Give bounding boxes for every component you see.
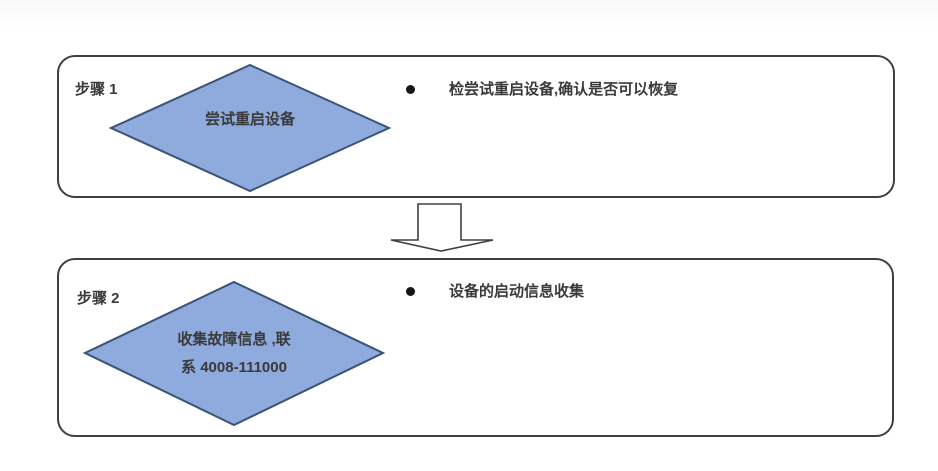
- step-1-decision-diamond-icon: [108, 63, 392, 193]
- bullet-dot-icon: [406, 287, 415, 296]
- step-1-bullet-text: 检尝试重启设备,确认是否可以恢复: [449, 81, 679, 98]
- step-2-diamond-text: 收集故障信息 ,联 系 4008-111000: [134, 326, 334, 382]
- step-2-decision-diamond-icon: [82, 280, 386, 427]
- step-2-bullet-text: 设备的启动信息收集: [449, 283, 585, 300]
- step-2-diamond-text-line-2: 系 4008-111000: [181, 359, 287, 376]
- step-1-label: 步骤 1: [75, 81, 118, 98]
- step-1-diamond-text: 尝试重启设备: [150, 106, 350, 134]
- step-1-box: 步骤 1 尝试重启设备 检尝试重启设备,确认是否可以恢复: [57, 55, 895, 198]
- bullet-dot-icon: [406, 85, 415, 94]
- step-1-diamond-text-line: 尝试重启设备: [204, 111, 295, 128]
- step-2-label: 步骤 2: [77, 290, 120, 307]
- step-2-diamond-text-line-1: 收集故障信息 ,联: [177, 331, 291, 348]
- down-arrow-connector-icon: [390, 203, 494, 252]
- step-2-bullet-item: 设备的启动信息收集: [406, 282, 584, 302]
- step-1-bullet-item: 检尝试重启设备,确认是否可以恢复: [406, 80, 678, 100]
- step-2-box: 步骤 2 收集故障信息 ,联 系 4008-111000 设备的启动信息收集: [57, 258, 894, 437]
